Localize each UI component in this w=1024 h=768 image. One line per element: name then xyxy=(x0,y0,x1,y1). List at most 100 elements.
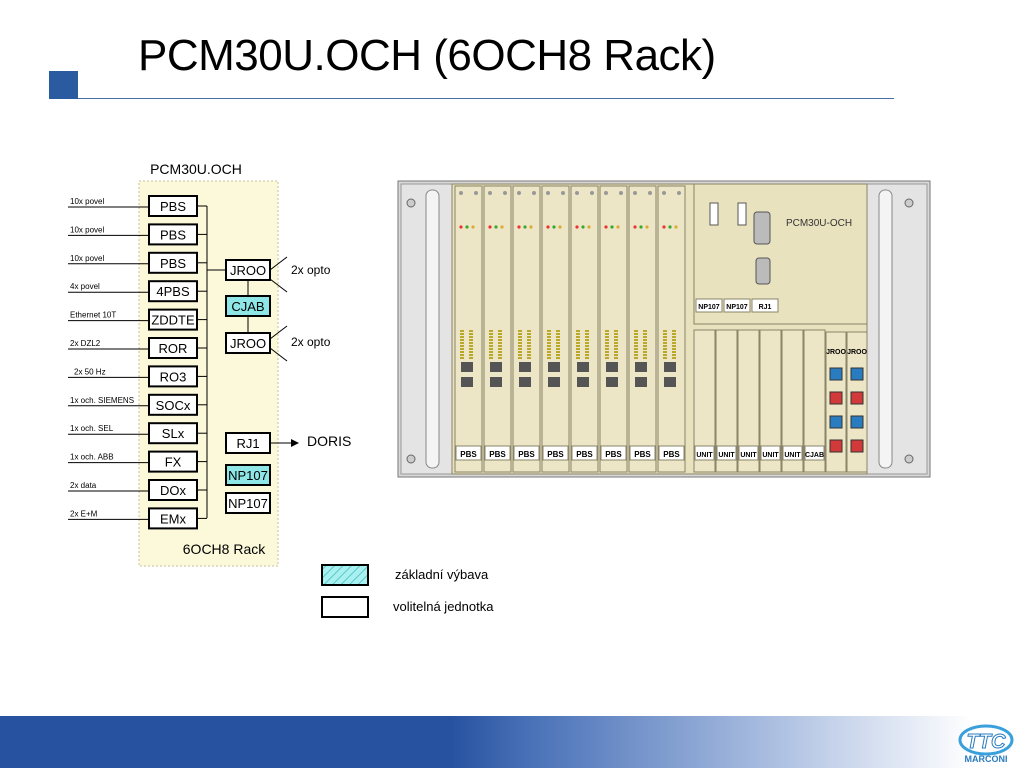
rack-terminal xyxy=(547,342,551,344)
module-label: NP107 xyxy=(228,468,268,483)
rack-terminal xyxy=(634,336,638,338)
rack-terminal xyxy=(527,330,531,332)
rack-terminal xyxy=(547,330,551,332)
rack-terminal xyxy=(614,348,618,350)
rack-terminal xyxy=(672,354,676,356)
opto-line-2b xyxy=(269,347,288,362)
rack-terminal xyxy=(614,351,618,353)
rack-terminal xyxy=(605,351,609,353)
rack-terminal xyxy=(460,342,464,344)
rack-led xyxy=(494,225,498,229)
legend-basic-swatch xyxy=(321,564,369,586)
rack-card-label-box xyxy=(716,445,737,461)
rack-terminal xyxy=(527,354,531,356)
rack-terminal xyxy=(643,357,647,359)
rack-terminal xyxy=(585,336,589,338)
rack-screw xyxy=(406,198,416,208)
rack-unit-label: UNIT xyxy=(784,452,801,459)
rack-terminal xyxy=(663,354,667,356)
rack-terminal xyxy=(460,336,464,338)
rack-terminal xyxy=(672,348,676,350)
rack-screw xyxy=(488,191,492,195)
input-label: 2x E+M xyxy=(70,509,98,518)
rack-led xyxy=(674,225,678,229)
rack-terminal xyxy=(498,330,502,332)
rack-screw xyxy=(503,191,507,195)
rack-terminal xyxy=(643,342,647,344)
rack-unit-label: CJAB xyxy=(805,452,824,459)
module-label: ZDDTE xyxy=(151,313,195,328)
rack-terminal xyxy=(518,342,522,344)
rack-terminal xyxy=(489,351,493,353)
rack-terminal xyxy=(527,345,531,347)
rack-terminal xyxy=(634,330,638,332)
rack-terminal xyxy=(527,342,531,344)
module-box xyxy=(225,464,271,486)
rack-terminal xyxy=(672,336,676,338)
rack-terminal xyxy=(585,357,589,359)
rack-unit-label: UNIT xyxy=(718,452,735,459)
rack-terminal xyxy=(643,348,647,350)
rack-led xyxy=(662,225,666,229)
rack-top-label: NP107 xyxy=(698,304,720,311)
footer-band xyxy=(0,716,1024,768)
rack-panel-label: PCM30U-OCH xyxy=(786,218,852,229)
rack-terminal xyxy=(556,330,560,332)
rack-terminal xyxy=(489,345,493,347)
module-label: EMx xyxy=(160,511,187,526)
rack-led xyxy=(552,225,556,229)
input-label: 1x och. ABB xyxy=(70,453,114,462)
rack-terminal xyxy=(547,345,551,347)
rack-terminal xyxy=(489,357,493,359)
opto-line-1b xyxy=(269,278,288,293)
rack-terminal xyxy=(556,345,560,347)
rack-port xyxy=(461,362,473,372)
rack-port xyxy=(577,362,589,372)
rack-terminal xyxy=(547,351,551,353)
rack-label: 6OCH8 Rack xyxy=(183,541,266,557)
rack-terminal xyxy=(605,354,609,356)
rack-card-label-box xyxy=(513,445,540,461)
rack-screw xyxy=(648,191,652,195)
rack-screw xyxy=(546,191,550,195)
input-label: 4x povel xyxy=(70,282,100,291)
rack-terminal xyxy=(547,354,551,356)
legend-optional-label: volitelná jednotka xyxy=(393,599,494,614)
rack-terminal xyxy=(518,354,522,356)
rack-terminal xyxy=(556,333,560,335)
rack-terminal xyxy=(634,348,638,350)
rack-card-label-box xyxy=(484,445,511,461)
rack-terminal xyxy=(585,333,589,335)
doris-label: DORIS xyxy=(307,433,351,449)
rack-card-label-box xyxy=(695,298,723,313)
rack-terminal xyxy=(634,333,638,335)
opto-line-1a xyxy=(269,256,288,271)
rack-pbs-card xyxy=(570,185,599,473)
rack-terminal xyxy=(672,333,676,335)
rack-terminal xyxy=(614,330,618,332)
input-label: Ethernet 10T xyxy=(70,311,116,320)
input-label: 2x data xyxy=(70,481,97,490)
rack-port xyxy=(519,377,531,387)
rack-card-label-box xyxy=(571,445,598,461)
rack-led xyxy=(639,225,643,229)
module-label: ROR xyxy=(159,341,188,356)
rack-optical-port xyxy=(829,367,843,381)
rack-terminal xyxy=(643,354,647,356)
rack-screw xyxy=(459,191,463,195)
rack-terminal xyxy=(576,348,580,350)
rack-led xyxy=(471,225,475,229)
rack-pbs-card xyxy=(541,185,570,473)
rack-terminal xyxy=(518,333,522,335)
svg-text:TTC: TTC xyxy=(967,731,1006,753)
rack-terminal xyxy=(460,348,464,350)
rack-terminal xyxy=(576,357,580,359)
rack-terminal xyxy=(643,339,647,341)
rack-terminal xyxy=(663,342,667,344)
rack-unit-card xyxy=(693,329,716,473)
rack-terminal xyxy=(547,348,551,350)
rack-terminal xyxy=(672,330,676,332)
